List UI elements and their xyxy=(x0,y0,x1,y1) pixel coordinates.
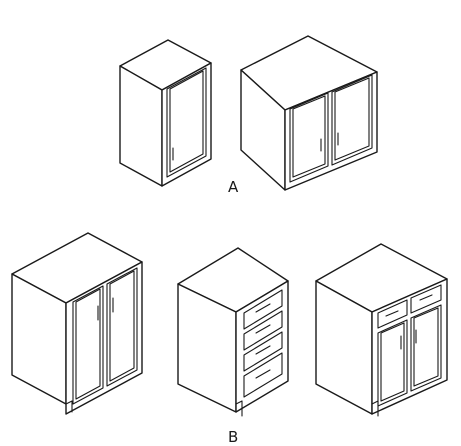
door-panel-right xyxy=(410,304,442,392)
door-panel-right xyxy=(331,74,373,166)
drawer-2 xyxy=(243,310,283,351)
group-a-label: A xyxy=(228,178,239,196)
wall-cabinet-single-door xyxy=(119,39,212,187)
drawer-1-pull xyxy=(255,303,271,313)
drawer-3 xyxy=(243,331,283,372)
door-panel-left xyxy=(289,92,329,183)
drawer-2-pull xyxy=(255,324,271,334)
group-a-wall-cabinets xyxy=(119,35,378,191)
toe-kick xyxy=(235,400,243,417)
drawer-4-pull xyxy=(255,369,271,379)
group-b-base-cabinets xyxy=(11,232,448,417)
drawer-right-pull xyxy=(419,294,433,301)
cabinet-front xyxy=(235,280,289,413)
door-panel-right-inner xyxy=(334,77,370,161)
drawer-3-pull xyxy=(255,345,271,355)
drawer-4 xyxy=(243,352,283,398)
base-cabinet-drawers-and-doors xyxy=(315,243,448,417)
door-panel-right-inner xyxy=(413,307,439,387)
door-panel-left-inner xyxy=(75,288,101,400)
door-panel-left-inner xyxy=(292,95,326,178)
drawer-right xyxy=(410,284,442,314)
door-panel-left-inner xyxy=(380,322,405,402)
cabinet-front xyxy=(161,62,212,187)
base-cabinet-double-door xyxy=(11,232,143,415)
door-panel xyxy=(166,67,207,178)
drawer-left xyxy=(377,299,408,329)
wall-cabinet-double-door xyxy=(240,35,378,191)
cabinet-front xyxy=(65,261,143,415)
door-panel-inner xyxy=(169,70,204,173)
door-panel-right xyxy=(106,267,138,387)
drawer-1 xyxy=(243,289,283,330)
base-cabinet-four-drawer xyxy=(177,247,289,417)
drawer-left-pull xyxy=(385,310,399,317)
group-b-label: B xyxy=(228,428,239,446)
door-panel-right-inner xyxy=(109,270,135,382)
door-panel-left xyxy=(72,285,104,405)
door-panel-left xyxy=(377,319,408,407)
toe-kick xyxy=(65,400,73,413)
